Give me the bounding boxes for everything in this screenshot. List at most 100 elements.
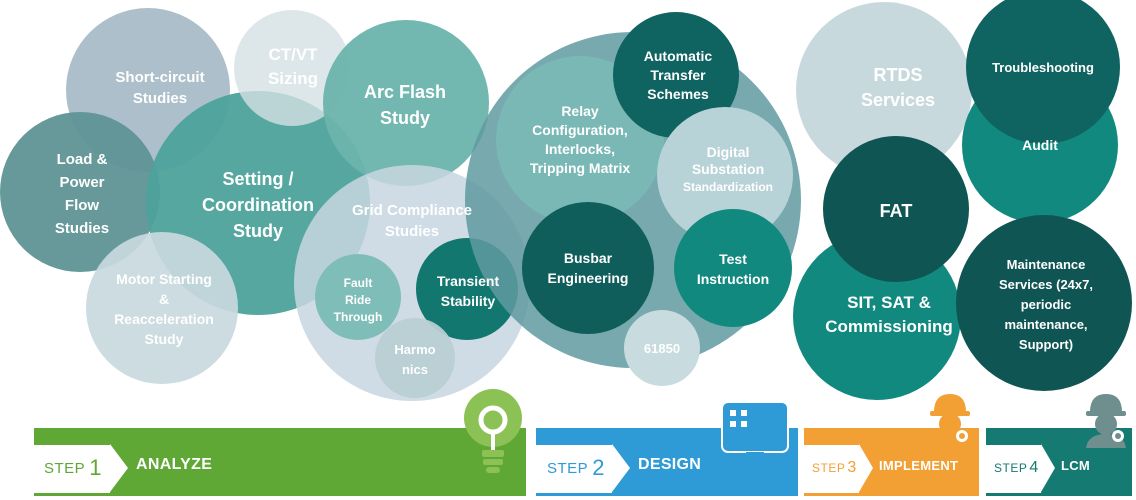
step4-chevron (1041, 444, 1055, 492)
step3-chevron (859, 444, 873, 492)
step2-chevron (612, 444, 630, 492)
step1-tab (34, 445, 110, 493)
label-line: Reacceleration (114, 311, 214, 327)
label-harmonics: Harmo nics (394, 342, 435, 377)
step4-title: LCM (1061, 458, 1091, 473)
step1-chevron (110, 444, 128, 492)
step1-title: ANALYZE (136, 456, 213, 473)
label-line: & (159, 291, 169, 307)
step4-number: 4 (1029, 459, 1039, 476)
label-sit: SIT, SAT & Commissioning (825, 293, 953, 336)
label-line: Support) (1019, 337, 1073, 352)
label-line: 61850 (644, 341, 680, 356)
label-line: Ride (345, 293, 371, 307)
label-line: Standardization (683, 180, 773, 194)
bubble-harmonics (375, 318, 455, 398)
label-line: Test (719, 251, 747, 267)
label-line: Flow (65, 197, 99, 214)
label-line: Studies (385, 223, 439, 240)
label-line: Commissioning (825, 317, 953, 336)
label-line: Substation (692, 161, 764, 177)
label-line: Troubleshooting (992, 60, 1094, 75)
label-line: Relay (561, 103, 599, 119)
label-troubleshooting: Troubleshooting (992, 60, 1094, 75)
label-line: Study (145, 331, 184, 347)
engineer-hardhat-icon (1086, 394, 1126, 448)
label-line: Through (334, 310, 383, 324)
label-line: Transfer (650, 67, 706, 83)
label-line: Load & (57, 151, 108, 168)
label-line: periodic (1021, 297, 1072, 312)
label-line: Busbar (564, 250, 613, 266)
label-line: Harmo (394, 342, 435, 357)
step1-word: STEP (44, 459, 86, 477)
bubble-fat (823, 136, 969, 282)
label-line: Services (861, 90, 935, 110)
label-line: Services (24x7, (999, 277, 1093, 292)
label-line: nics (402, 362, 428, 377)
label-line: Interlocks, (545, 141, 615, 157)
step2-word: STEP (547, 459, 589, 477)
bubble-digital-substation (657, 107, 793, 243)
label-line: Sizing (268, 69, 318, 88)
label-audit: Audit (1022, 137, 1058, 153)
bubble-maintenance (956, 215, 1132, 391)
label-line: Tripping Matrix (530, 160, 631, 176)
label-line: SIT, SAT & (847, 293, 931, 312)
bubble-busbar-engineering (522, 202, 654, 334)
label-line: Engineering (548, 270, 629, 286)
bubble-motor-starting (86, 232, 238, 384)
step3-title: IMPLEMENT (879, 458, 959, 473)
step1-label: STEP 1 (44, 444, 101, 492)
label-line: Audit (1022, 137, 1058, 153)
bubble-automatic-transfer (613, 12, 739, 138)
label-line: Power (59, 174, 104, 191)
step3-word: STEP (812, 461, 846, 475)
step3-label: STEP 3 (812, 444, 856, 492)
label-line: Studies (133, 90, 187, 107)
label-line: Study (233, 221, 283, 241)
label-line: Transient (437, 273, 500, 289)
bubble-61850 (624, 310, 700, 386)
step4-label: STEP 4 (994, 444, 1038, 492)
bubble-fault-ride-through (315, 254, 401, 340)
label-line: Digital (707, 144, 750, 160)
label-line: Study (380, 108, 430, 128)
label-line: Fault (344, 276, 373, 290)
bubble-rtds (796, 2, 972, 178)
label-line: Instruction (697, 271, 769, 287)
bubble-load-flow (0, 112, 160, 272)
monitor-icon (721, 401, 789, 468)
bubble-ct-vt (234, 10, 350, 126)
label-line: Schemes (647, 86, 709, 102)
label-line: Maintenance (1007, 257, 1086, 272)
bubble-troubleshooting (966, 0, 1120, 144)
step2-title: DESIGN (638, 456, 702, 473)
lightbulb-icon (464, 389, 522, 473)
label-line: Studies (55, 220, 109, 237)
step2-tab (536, 445, 612, 493)
step1-number: 1 (89, 455, 102, 480)
label-line: Setting / (223, 169, 294, 189)
label-line: maintenance, (1004, 317, 1087, 332)
engineer-hardhat-icon (930, 394, 970, 448)
step2-label: STEP 2 (547, 444, 604, 492)
step3-number: 3 (847, 459, 857, 476)
label-line: Short-circuit (115, 69, 204, 86)
step4-word: STEP (994, 461, 1028, 475)
label-iec: 61850 (644, 341, 680, 356)
